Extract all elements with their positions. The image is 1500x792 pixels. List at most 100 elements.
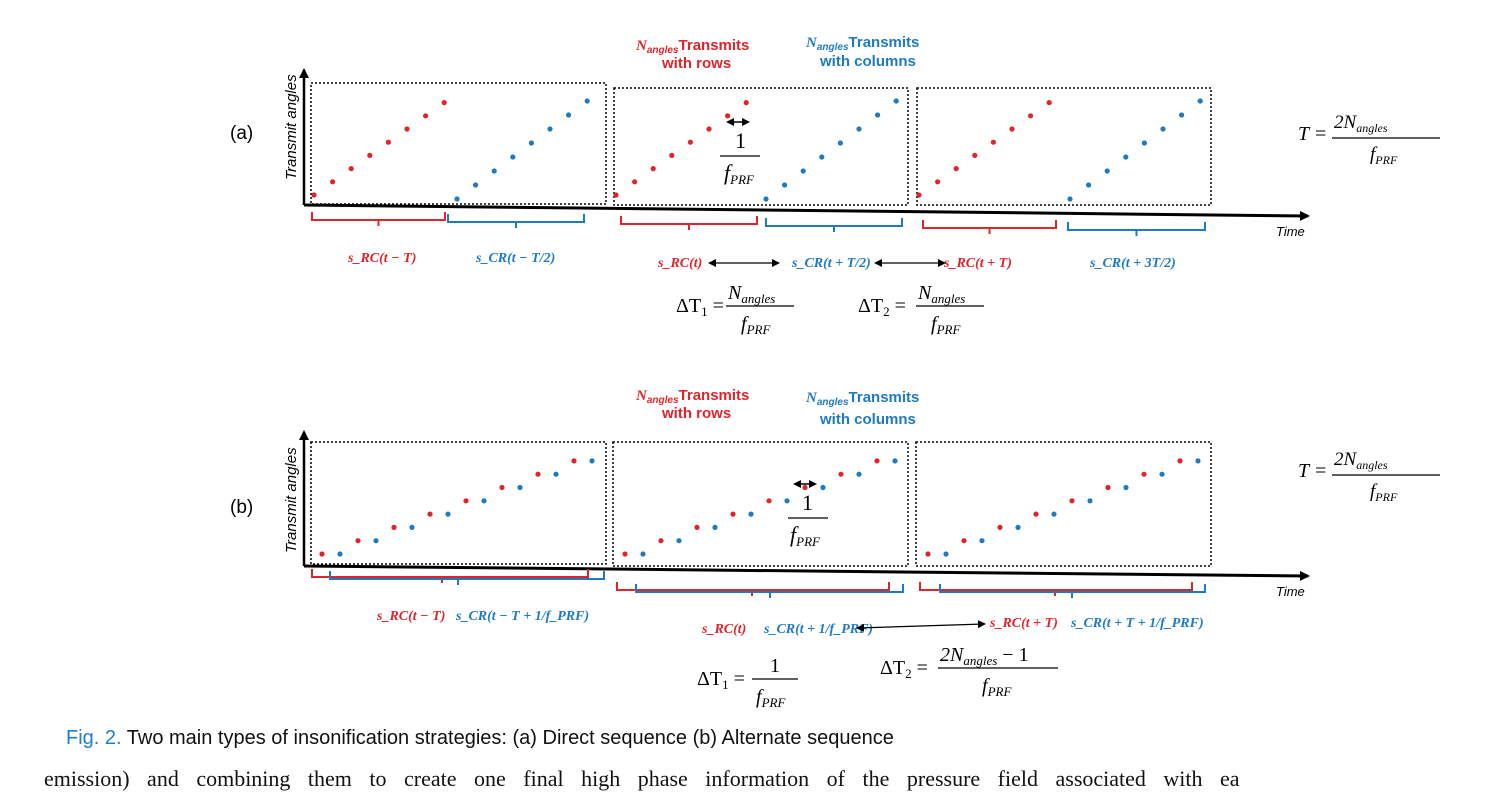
transmit-dots (311, 98, 1203, 202)
row-transmit-dot (632, 179, 638, 185)
segment-brackets (311, 569, 1206, 598)
column-segment-bracket (765, 218, 903, 232)
column-transmit-dot (373, 538, 379, 544)
row-transmit-dot (499, 484, 505, 491)
columns-header: NanglesTransmits (805, 389, 919, 408)
row-transmit-dot (427, 511, 433, 517)
period-numerator: 2Nangles (1334, 449, 1388, 472)
row-transmit-dot (1046, 100, 1052, 106)
gap-denominator: fPRF (724, 160, 755, 187)
delta-t2-lhs: ΔT2 = (858, 295, 906, 319)
row-segment-bracket (311, 212, 446, 226)
column-transmit-dot (782, 182, 788, 188)
column-transmit-dot (875, 112, 881, 118)
time-axis (303, 564, 1310, 581)
period-denominator: fPRF (1370, 481, 1398, 504)
segment-label: s_CR(t − T + 1/f_PRF) (455, 609, 589, 624)
column-segment-bracket (939, 584, 1206, 598)
figure-caption: Fig. 2. Two main types of insonification… (66, 727, 894, 750)
row-transmit-dot (838, 471, 844, 477)
y-axis-label: Transmit angles (283, 447, 300, 553)
row-transmit-dot (1033, 511, 1039, 517)
column-transmit-dot (892, 458, 898, 464)
y-axis-label: Transmit angles (283, 74, 300, 180)
row-transmit-dot (1177, 458, 1183, 464)
row-transmit-dot (997, 524, 1003, 531)
panel-b: (b) Transmit angles Time NanglesTransmit… (230, 387, 1440, 710)
column-transmit-dot (893, 98, 899, 104)
column-transmit-dot (1195, 458, 1201, 464)
delta-t1-denominator: fPRF (741, 313, 771, 337)
x-axis-label: Time (1276, 224, 1305, 239)
segment-brackets (311, 212, 1206, 236)
column-transmit-dot (820, 484, 826, 491)
row-transmit-dot (1009, 126, 1015, 132)
segment-label: s_RC(t − T) (376, 609, 445, 624)
panel-label: (a) (230, 123, 253, 144)
row-transmit-dot (961, 538, 967, 544)
column-transmit-dot (1051, 511, 1057, 517)
delta-t2-denominator: fPRF (982, 675, 1012, 699)
delta-arrow (856, 620, 986, 632)
frame-box (915, 441, 1212, 567)
row-transmit-dot (404, 126, 410, 132)
row-transmit-dot (355, 538, 361, 544)
column-transmit-dot (566, 112, 572, 118)
row-transmit-dot (613, 192, 619, 198)
column-transmit-dot (784, 498, 790, 504)
segment-label: s_RC(t + T) (989, 616, 1058, 631)
segment-label: s_RC(t) (657, 256, 702, 271)
period-lhs: T = (1298, 123, 1327, 145)
row-transmit-dot (935, 179, 941, 185)
row-transmit-dot (916, 192, 922, 198)
column-transmit-dot (1086, 182, 1092, 188)
column-transmit-dot (337, 551, 343, 557)
row-transmit-dot (348, 166, 354, 172)
column-transmit-dot (837, 140, 844, 146)
row-transmit-dot (319, 551, 325, 557)
gap-numerator: 1 (735, 128, 746, 153)
frame-box (613, 87, 909, 206)
row-segment-bracket (919, 582, 1193, 596)
column-transmit-dot (445, 511, 451, 517)
column-transmit-dot (819, 154, 825, 160)
segment-label: s_RC(t) (701, 622, 746, 637)
rows-header: NanglesTransmits (635, 387, 749, 406)
row-transmit-dot (535, 471, 541, 477)
column-transmit-dot (1015, 524, 1021, 531)
delta-t1-numerator: 1 (770, 655, 780, 677)
delta-t2-lhs: ΔT2 = (880, 657, 928, 681)
column-transmit-dot (589, 458, 595, 464)
column-transmit-dot (528, 140, 535, 146)
row-transmit-dot (385, 139, 391, 145)
transmit-dots (319, 458, 1201, 557)
x-axis-label: Time (1276, 584, 1305, 599)
row-transmit-dot (687, 139, 694, 145)
column-segment-bracket (635, 584, 904, 598)
segment-label: s_RC(t − T) (347, 251, 416, 266)
column-transmit-dot (1123, 484, 1129, 491)
row-transmit-dot (1141, 471, 1147, 477)
body-text: emission) and combining them to create o… (44, 766, 1240, 791)
column-transmit-dot (676, 538, 682, 544)
column-transmit-dot (979, 538, 985, 544)
row-transmit-dot (463, 498, 469, 504)
segment-label: s_CR(t + T/2) (791, 256, 871, 271)
rows-header: NanglesTransmits (635, 37, 749, 56)
columns-header: NanglesTransmits (805, 34, 919, 53)
delta-t1-numerator: Nangles (727, 282, 775, 306)
row-transmit-dot (990, 139, 997, 145)
column-transmit-dot (517, 484, 523, 491)
row-transmit-dot (669, 152, 675, 158)
row-transmit-dot (622, 551, 628, 557)
period-numerator: 2Nangles (1334, 112, 1388, 135)
column-transmit-dot (856, 126, 862, 132)
column-transmit-dot (1067, 196, 1073, 202)
column-segment-bracket (1067, 222, 1206, 236)
column-transmit-dot (748, 511, 754, 517)
delta-t1-denominator: fPRF (756, 686, 786, 710)
row-segment-bracket (620, 216, 758, 230)
delta-t2-numerator: 2Nangles − 1 (940, 644, 1029, 668)
column-transmit-dot (1197, 98, 1203, 104)
row-transmit-dot (694, 524, 700, 531)
